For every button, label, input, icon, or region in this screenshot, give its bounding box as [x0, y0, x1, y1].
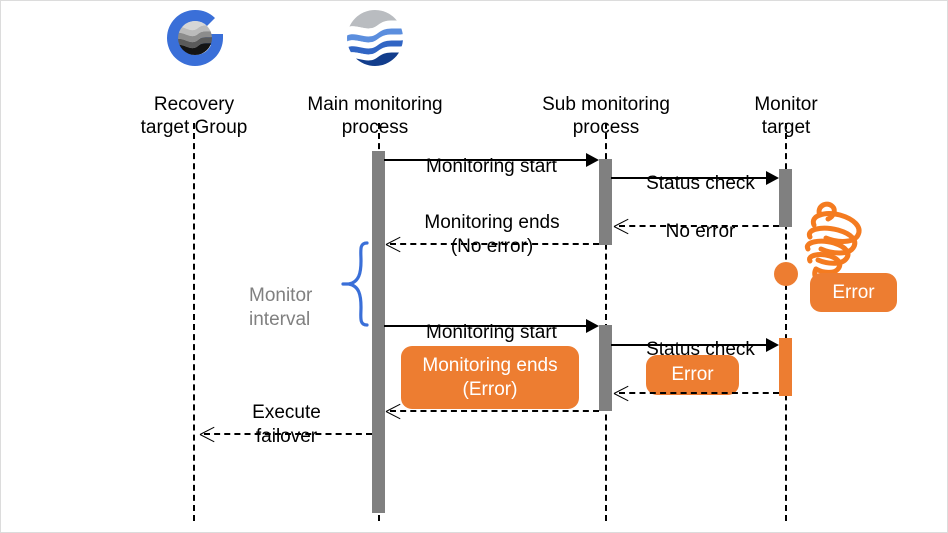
message-arrowhead-status-check-2	[766, 338, 779, 352]
activation-bar-monitor-target-2	[779, 338, 792, 396]
message-label-no-error: No error	[665, 220, 736, 242]
message-arrowhead-monitoring-ends-error	[386, 403, 401, 419]
lifeline-sub-monitoring-process	[605, 123, 607, 521]
message-line-execute-failover	[204, 433, 372, 435]
message-line-error-reply	[619, 392, 779, 394]
message-arrowhead-monitoring-start-2	[586, 319, 599, 333]
message-label-status-check-1: Status check	[646, 172, 755, 194]
message-arrowhead-monitoring-start-1	[586, 153, 599, 167]
message-line-monitoring-ends-error	[390, 410, 599, 412]
message-arrowhead-monitoring-ends-no-error	[386, 236, 401, 252]
participant-recovery-target-group: Recovery target Group	[94, 70, 294, 163]
message-line-monitoring-start-1	[384, 159, 586, 161]
participant-label: Main monitoring process	[307, 94, 443, 139]
lifeline-recovery-target-group	[193, 123, 195, 521]
message-label-monitoring-start-2: Monitoring start	[426, 321, 557, 343]
recovery-group-logo-icon	[164, 7, 226, 69]
message-label-error-reply: Error	[646, 355, 739, 395]
message-line-monitoring-ends-no-error	[390, 243, 599, 245]
participant-label: Recovery target Group	[140, 94, 248, 139]
message-arrowhead-execute-failover	[200, 426, 215, 442]
monitoring-process-logo-icon	[344, 7, 406, 69]
lifeline-monitor-target	[785, 123, 787, 521]
error-badge-monitor-target: Error	[810, 273, 897, 312]
message-line-status-check-2	[611, 344, 766, 346]
message-label-monitoring-start-1: Monitoring start	[426, 155, 557, 177]
activation-bar-sub-monitoring-process-1	[599, 159, 612, 245]
message-arrowhead-status-check-1	[766, 171, 779, 185]
message-arrowhead-error-reply	[614, 385, 629, 401]
participant-main-monitoring-process: Main monitoring process	[275, 70, 475, 163]
message-label-execute-failover: Execute failover	[252, 401, 321, 447]
message-label-monitoring-ends-error: Monitoring ends (Error)	[401, 346, 579, 409]
activation-bar-monitor-target-1	[779, 169, 792, 227]
message-label-monitoring-ends-no-error: Monitoring ends (No error)	[424, 211, 560, 257]
message-line-no-error	[619, 225, 779, 227]
error-event-dot-icon	[774, 262, 798, 286]
monitor-interval-brace-icon	[341, 241, 373, 332]
message-arrowhead-no-error	[614, 218, 629, 234]
activation-bar-sub-monitoring-process-2	[599, 325, 612, 411]
message-line-monitoring-start-2	[384, 325, 586, 327]
message-line-status-check-1	[611, 177, 766, 179]
annotation-monitor-interval: Monitor interval	[249, 284, 313, 330]
activation-bar-main-monitoring-process	[372, 151, 385, 513]
